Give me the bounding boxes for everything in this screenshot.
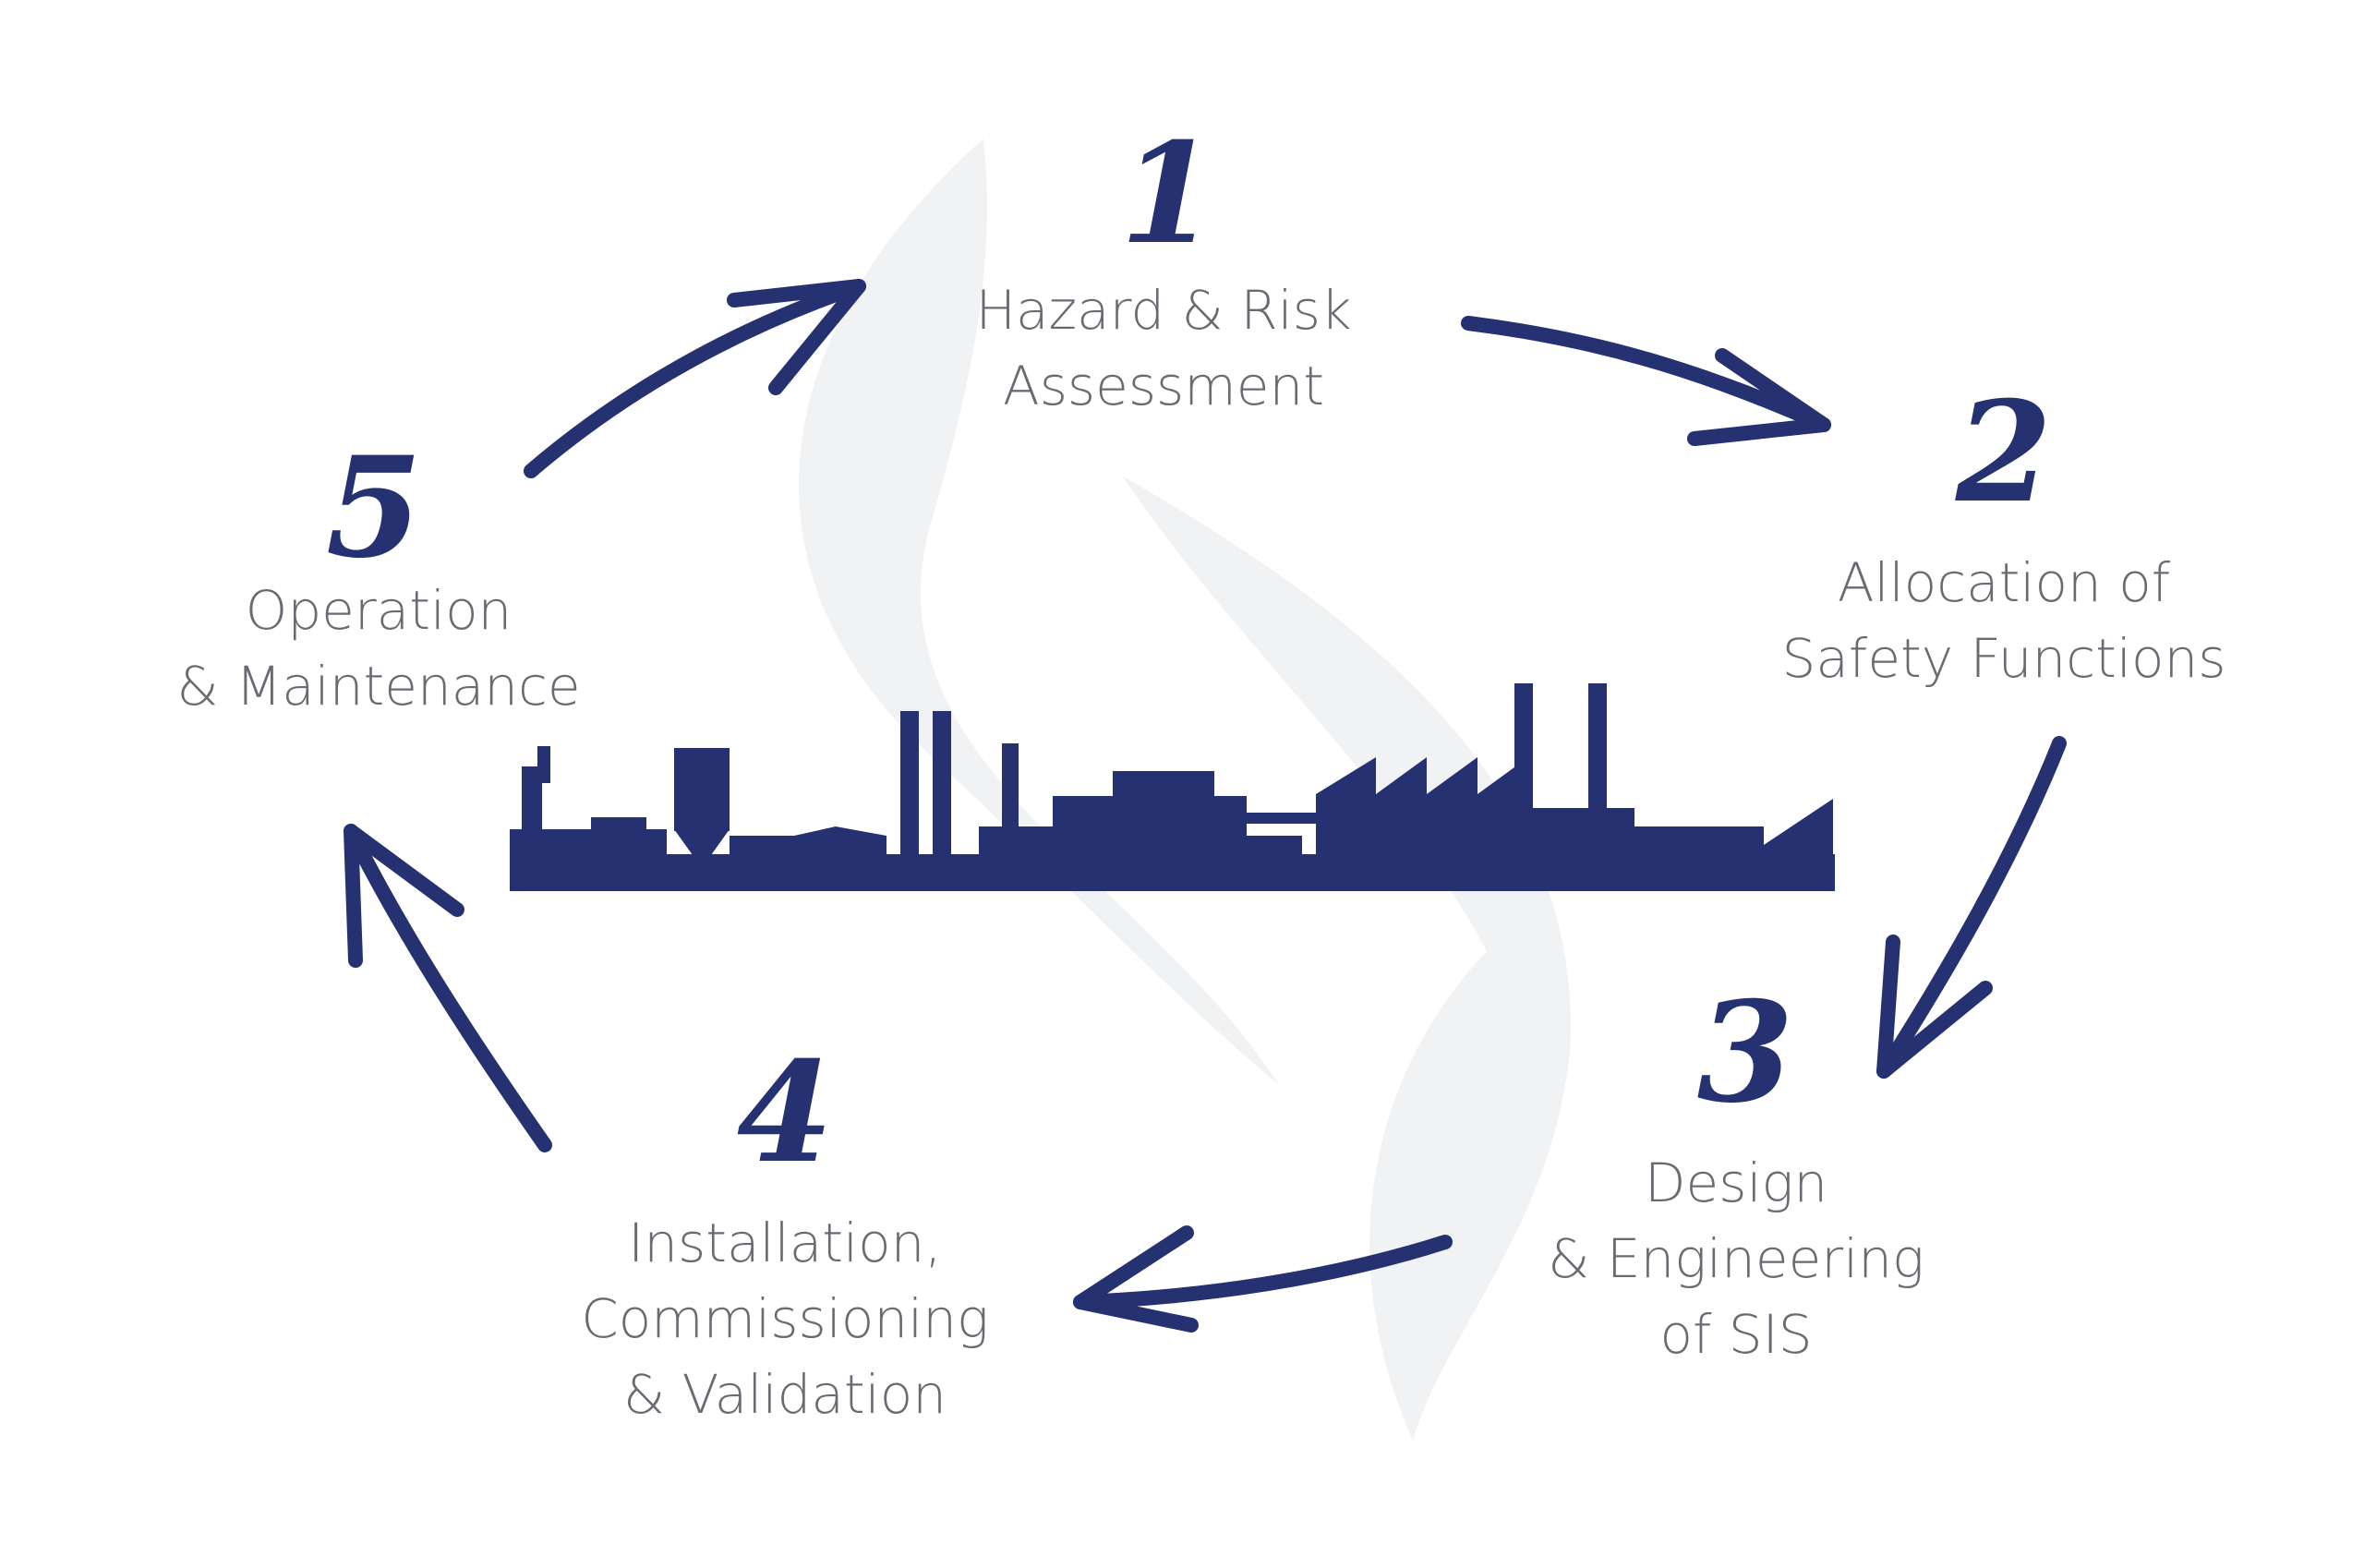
step-2-label-line: Allocation of — [1837, 551, 2171, 614]
step-5-label-line: Operation — [245, 579, 513, 642]
arrow-shaft — [344, 824, 552, 1152]
cycle-arrows — [344, 279, 2067, 1333]
step-4-label-line: Installation, — [628, 1212, 942, 1274]
step-3-number: 3 — [1696, 971, 1794, 1134]
building — [1764, 799, 1833, 859]
arrow-shaft — [1461, 316, 1831, 432]
arrow-shaft — [1876, 736, 2067, 1079]
step-2-number: 2 — [1955, 371, 2053, 534]
chimney — [537, 746, 550, 783]
step-3-label: Design & Engineering of SIS — [1478, 1145, 1995, 1372]
arrow-head — [1876, 935, 1993, 1079]
chimney — [933, 711, 951, 859]
step-4-label-line: & Validation — [622, 1363, 947, 1426]
step-2-label-line: Safety Functions — [1781, 627, 2226, 690]
building — [1113, 771, 1214, 799]
sawtooth-building — [1316, 757, 1528, 859]
step-4-label: Installation, Commissioning & Validation — [526, 1205, 1043, 1432]
building — [1533, 808, 1634, 859]
step-3-label-line: Design — [1644, 1152, 1828, 1214]
arrow-step2-to-step3 — [1876, 736, 2067, 1079]
step-1-number: 1 — [1119, 113, 1217, 275]
arrow-step3-to-step4 — [1073, 1225, 1453, 1333]
chimney — [1514, 683, 1533, 859]
building — [794, 826, 886, 859]
arrow-shaft — [524, 279, 866, 478]
step-5-label: Operation & Maintenance — [111, 573, 646, 724]
arrow-head — [1073, 1225, 1199, 1333]
step-4-label-line: Commissioning — [581, 1287, 989, 1350]
step-4-number: 4 — [736, 1031, 834, 1194]
step-1-label-line: Hazard & Risk — [975, 279, 1352, 342]
building — [591, 817, 646, 836]
arrow-shaft — [1073, 1235, 1453, 1309]
building — [1247, 836, 1302, 859]
step-3-label-line: & Engineering — [1548, 1227, 1924, 1290]
building — [730, 836, 794, 859]
watermark-flame-logo — [799, 139, 1571, 1441]
step-5-number: 5 — [325, 427, 423, 589]
arrow-head — [1687, 348, 1831, 446]
chimney — [900, 711, 919, 859]
water-tower-cone — [674, 829, 730, 868]
building — [1053, 796, 1247, 833]
arrow-step4-to-step5 — [344, 824, 552, 1152]
factory-skyline-silhouette — [510, 683, 1835, 891]
arrow-step1-to-step2 — [1461, 316, 1831, 446]
arrow-step5-to-step1 — [524, 279, 866, 478]
bridge — [1247, 813, 1321, 824]
step-5-label-line: & Maintenance — [176, 655, 581, 718]
step-3-label-line: of SIS — [1659, 1303, 1813, 1366]
water-tower — [674, 748, 730, 831]
building — [1634, 826, 1764, 859]
arrow-head — [344, 824, 464, 968]
step-2-label: Allocation of Safety Functions — [1690, 545, 2318, 696]
step-1-label-line: Assessment — [1003, 355, 1324, 417]
arrow-head — [727, 279, 866, 395]
step-1-label: Hazard & Risk Assessment — [886, 272, 1441, 424]
skyline-base — [510, 854, 1835, 891]
